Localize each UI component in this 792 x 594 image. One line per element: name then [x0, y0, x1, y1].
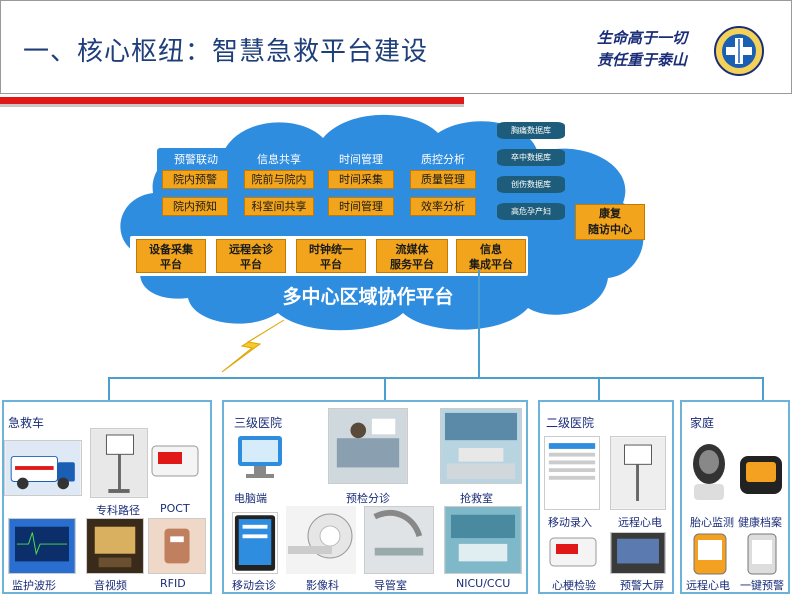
rehab-line-1: 康复	[599, 207, 621, 220]
box-time-collection: 时间采集	[328, 170, 394, 189]
group-quality-title: 质控分析	[421, 153, 465, 166]
caption-mobile-consultation: 移动会诊	[232, 579, 276, 592]
rehab-line-2: 随访中心	[588, 223, 632, 236]
connector-secondary	[598, 377, 600, 401]
caption-remote-ecg: 远程心电	[618, 516, 662, 529]
database-trauma: 创伤数据库	[497, 176, 565, 193]
connector-vertical-main	[478, 270, 480, 378]
slogan-line-2: 责任重于泰山	[597, 51, 688, 69]
box-time-management: 时间管理	[328, 197, 394, 216]
monitor-waveform-image	[8, 518, 76, 574]
platform-remote-line-1: 远程会诊	[229, 243, 273, 256]
caption-computer-terminal: 电脑端	[234, 492, 267, 505]
platform-device-collection: 设备采集 平台	[136, 239, 206, 273]
box-prehospital-inhospital: 院前与院内	[244, 170, 314, 189]
lightning-icon	[221, 319, 285, 373]
nicu-ccu-image	[444, 506, 522, 574]
database-stroke: 卒中数据库	[497, 149, 565, 166]
mobile-consultation-image	[232, 512, 278, 574]
caption-fetal-monitor: 胎心监测	[690, 516, 734, 529]
group-sharing-title: 信息共享	[257, 153, 301, 166]
panel-secondary-title: 二级医院	[546, 416, 595, 430]
caption-poct: POCT	[160, 502, 190, 515]
platform-clock-line-1: 时钟统一	[309, 243, 353, 256]
platform-streaming-media: 流媒体 服务平台	[376, 239, 448, 273]
remote-ecg-image	[610, 436, 666, 510]
caption-mobile-entry: 移动录入	[548, 516, 592, 529]
imaging-ct-image	[286, 506, 356, 574]
caption-one-key-alert: 一键预警	[740, 579, 784, 592]
platform-info-line-1: 信息	[480, 243, 502, 256]
slide-title: 一、核心枢纽：智慧急救平台建设	[23, 37, 429, 67]
caption-rfid: RFID	[160, 577, 186, 590]
emergency-emblem-icon	[714, 26, 764, 76]
platform-remote-consultation: 远程会诊 平台	[216, 239, 286, 273]
box-inhospital-warning: 院内预警	[162, 170, 228, 189]
cloud-label: 多中心区域协作平台	[282, 286, 454, 308]
triage-image	[328, 408, 408, 484]
one-key-alert-image	[747, 533, 777, 575]
caption-imaging: 影像科	[306, 579, 339, 592]
cath-lab-image	[364, 506, 434, 574]
platform-info-integration: 信息 集成平台	[456, 239, 526, 273]
caption-home-ecg: 远程心电	[686, 579, 730, 592]
connector-horizontal	[108, 377, 764, 379]
ambulance-image	[4, 440, 82, 496]
group-warning-title: 预警联动	[174, 153, 218, 166]
resuscitation-room-image	[440, 408, 522, 484]
caption-warning-screen: 预警大屏	[620, 579, 664, 592]
panel-tertiary-title: 三级医院	[234, 416, 283, 430]
slide-header: 一、核心枢纽：智慧急救平台建设 生命高于一切 责任重于泰山	[0, 0, 792, 94]
platform-remote-line-2: 平台	[240, 258, 262, 271]
box-inhospital-forecast: 院内预知	[162, 197, 228, 216]
box-department-sharing: 科室间共享	[244, 197, 314, 216]
audio-video-image	[86, 518, 144, 574]
platform-streaming-line-2: 服务平台	[390, 258, 434, 271]
box-rehab-followup: 康复 随访中心	[575, 204, 645, 240]
platform-device-line-1: 设备采集	[149, 243, 193, 256]
connector-ambulance	[108, 377, 110, 401]
health-record-image	[740, 456, 782, 494]
box-quality-management: 质量管理	[410, 170, 476, 189]
mobile-entry-image	[544, 436, 600, 510]
caption-nicu-ccu: NICU/CCU	[456, 577, 511, 590]
computer-terminal-icon	[238, 436, 282, 478]
caption-resuscitation-room: 抢救室	[460, 492, 493, 505]
accent-bar-shadow	[0, 104, 464, 107]
panel-ambulance-title: 急救车	[8, 416, 45, 430]
caption-cath-lab: 导管室	[374, 579, 407, 592]
connector-tertiary	[384, 377, 386, 401]
rfid-image	[148, 518, 206, 574]
slogan: 生命高于一切 责任重于泰山	[597, 27, 687, 71]
caption-specialty-path: 专科路径	[96, 504, 140, 517]
caption-mi-test: 心梗检验	[552, 579, 596, 592]
specialty-path-image	[90, 428, 148, 498]
poct-device-image	[151, 445, 199, 477]
slogan-line-1: 生命高于一切	[597, 29, 688, 47]
panel-home-title: 家庭	[690, 416, 715, 430]
box-efficiency-analysis: 效率分析	[410, 197, 476, 216]
caption-health-record: 健康档案	[738, 516, 782, 529]
caption-audio-video: 音视频	[94, 579, 127, 592]
platform-device-line-2: 平台	[160, 258, 182, 271]
database-high-risk-maternal: 高危孕产妇	[497, 203, 565, 220]
connector-home	[762, 377, 764, 401]
accent-bar	[0, 97, 464, 104]
caption-triage: 预检分诊	[346, 492, 390, 505]
platform-streaming-line-1: 流媒体	[395, 243, 429, 256]
platform-info-line-2: 集成平台	[469, 258, 513, 271]
database-chest-pain: 胸痛数据库	[497, 122, 565, 139]
fetal-monitor-image	[693, 444, 725, 500]
warning-screen-image	[610, 532, 666, 574]
caption-monitor-waveform: 监护波形	[12, 579, 56, 592]
platform-clock-line-2: 平台	[320, 258, 342, 271]
group-time-title: 时间管理	[339, 153, 383, 166]
home-ecg-device-image	[693, 533, 727, 575]
mi-test-image	[549, 537, 597, 567]
platform-clock-sync: 时钟统一 平台	[296, 239, 366, 273]
